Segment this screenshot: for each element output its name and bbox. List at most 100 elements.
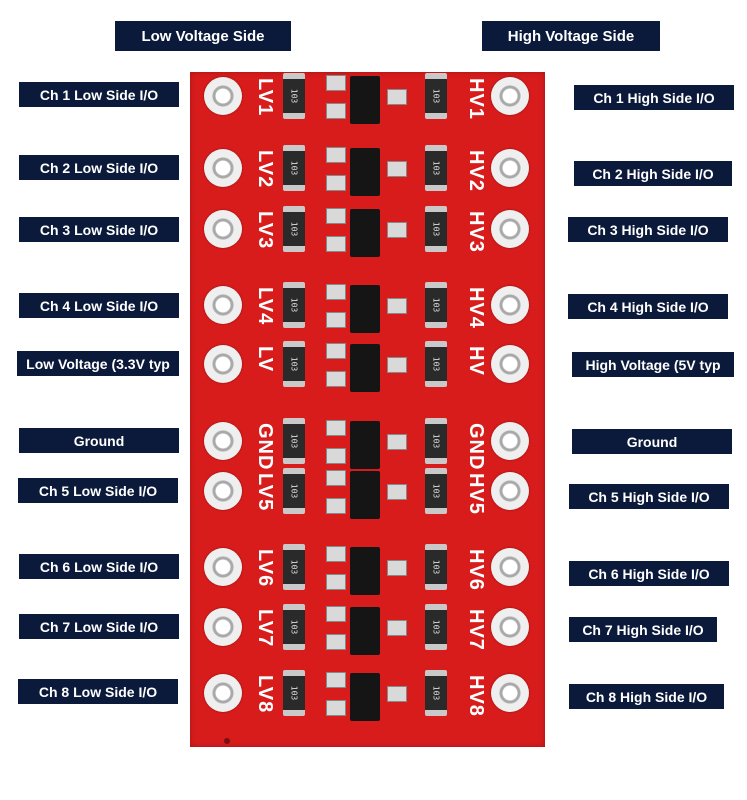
high-side-resistor: 103: [425, 73, 447, 119]
left-label-text: Ground: [73, 432, 125, 449]
high-side-resistor: 103: [425, 282, 447, 328]
mosfet-pad: [326, 470, 346, 486]
right-label-text: Ch 7 High Side I/O: [582, 621, 704, 638]
left-label-text: Ch 8 Low Side I/O: [38, 683, 158, 700]
left-label-7: Ch 5 Low Side I/O: [18, 478, 178, 503]
mosfet-chip: [350, 344, 380, 392]
low-side-resistor: 103: [283, 670, 305, 716]
mosfet-pad: [326, 343, 346, 359]
left-label-5: Low Voltage (3.3V typ: [17, 351, 179, 376]
mosfet-pad: [326, 606, 346, 622]
mosfet-chip: [350, 673, 380, 721]
mosfet-pad: [326, 284, 346, 300]
mosfet-pad: [387, 434, 407, 450]
resistor-code: 103: [289, 483, 299, 499]
low-side-resistor: 103: [283, 206, 305, 252]
mosfet-pad: [387, 222, 407, 238]
left-label-text: Ch 7 Low Side I/O: [39, 618, 159, 635]
low-side-resistor: 103: [283, 341, 305, 387]
left-pin-silkscreen: LV1: [254, 78, 276, 117]
mosfet-pad: [387, 161, 407, 177]
board-fiducial: [224, 738, 230, 744]
left-label-8: Ch 6 Low Side I/O: [19, 554, 179, 579]
low-side-resistor: 103: [283, 282, 305, 328]
left-pin-pad: [204, 548, 242, 586]
high-side-resistor: 103: [425, 670, 447, 716]
high-side-resistor: 103: [425, 604, 447, 650]
left-label-text: Ch 3 Low Side I/O: [39, 221, 159, 238]
left-pin-pad: [204, 345, 242, 383]
left-pin-pad: [204, 210, 242, 248]
header-low-voltage-side: Low Voltage Side: [115, 21, 291, 51]
low-side-resistor: 103: [283, 145, 305, 191]
mosfet-pad: [326, 574, 346, 590]
right-label-text: High Voltage (5V typ: [585, 356, 721, 373]
mosfet-pad: [326, 236, 346, 252]
right-label-7: Ch 5 High Side I/O: [569, 484, 729, 509]
high-side-resistor: 103: [425, 145, 447, 191]
right-label-text: Ground: [626, 433, 678, 450]
left-pin-pad: [204, 422, 242, 460]
left-label-text: Ch 5 Low Side I/O: [38, 482, 158, 499]
right-pin-silkscreen: HV2: [465, 150, 487, 192]
resistor-code: 103: [289, 160, 299, 176]
mosfet-chip: [350, 209, 380, 257]
resistor-code: 103: [431, 160, 441, 176]
high-side-resistor: 103: [425, 468, 447, 514]
left-label-text: Low Voltage (3.3V typ: [26, 355, 170, 372]
left-pin-silkscreen: LV3: [254, 211, 276, 250]
resistor-code: 103: [431, 297, 441, 313]
left-label-3: Ch 3 Low Side I/O: [19, 217, 179, 242]
mosfet-pad: [326, 546, 346, 562]
right-label-2: Ch 2 High Side I/O: [574, 161, 732, 186]
resistor-code: 103: [431, 221, 441, 237]
left-pin-pad: [204, 149, 242, 187]
right-pin-silkscreen: HV7: [465, 609, 487, 651]
right-label-8: Ch 6 High Side I/O: [569, 561, 729, 586]
high-side-resistor: 103: [425, 206, 447, 252]
header-high-text: High Voltage Side: [507, 27, 635, 45]
left-label-1: Ch 1 Low Side I/O: [19, 82, 179, 107]
right-pin-pad: [491, 345, 529, 383]
left-pin-pad: [204, 472, 242, 510]
mosfet-pad: [387, 89, 407, 105]
right-pin-silkscreen: HV6: [465, 549, 487, 591]
mosfet-pad: [326, 448, 346, 464]
mosfet-pad: [387, 620, 407, 636]
left-label-text: Ch 2 Low Side I/O: [39, 159, 159, 176]
left-pin-pad: [204, 286, 242, 324]
right-pin-pad: [491, 286, 529, 324]
right-label-text: Ch 8 High Side I/O: [585, 688, 708, 705]
mosfet-chip: [350, 421, 380, 469]
resistor-code: 103: [289, 619, 299, 635]
left-pin-silkscreen: LV5: [254, 473, 276, 512]
right-pin-pad: [491, 548, 529, 586]
right-pin-pad: [491, 608, 529, 646]
resistor-code: 103: [289, 221, 299, 237]
mosfet-pad: [326, 208, 346, 224]
mosfet-pad: [326, 147, 346, 163]
right-label-text: Ch 3 High Side I/O: [587, 221, 709, 238]
right-pin-silkscreen: HV: [465, 346, 487, 376]
resistor-code: 103: [431, 685, 441, 701]
left-label-text: Ch 1 Low Side I/O: [39, 86, 159, 103]
low-side-resistor: 103: [283, 544, 305, 590]
resistor-code: 103: [289, 88, 299, 104]
left-pin-silkscreen: LV4: [254, 287, 276, 326]
low-side-resistor: 103: [283, 468, 305, 514]
left-pin-pad: [204, 77, 242, 115]
mosfet-pad: [326, 75, 346, 91]
low-side-resistor: 103: [283, 604, 305, 650]
low-side-resistor: 103: [283, 73, 305, 119]
right-label-text: Ch 5 High Side I/O: [588, 488, 710, 505]
resistor-code: 103: [431, 433, 441, 449]
left-label-text: Ch 6 Low Side I/O: [39, 558, 159, 575]
mosfet-pad: [326, 175, 346, 191]
right-pin-silkscreen: HV8: [465, 675, 487, 717]
right-label-3: Ch 3 High Side I/O: [568, 217, 728, 242]
resistor-code: 103: [289, 433, 299, 449]
mosfet-chip: [350, 285, 380, 333]
mosfet-pad: [387, 560, 407, 576]
left-pin-pad: [204, 674, 242, 712]
right-label-5: High Voltage (5V typ: [572, 352, 734, 377]
